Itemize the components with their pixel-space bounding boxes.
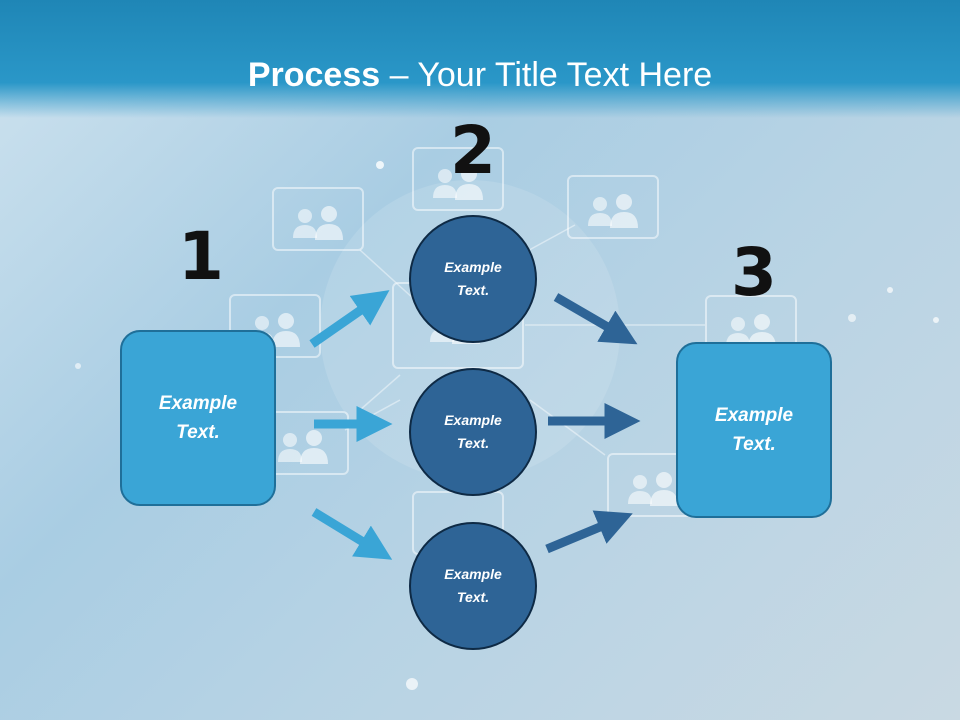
title-bold-text: Process xyxy=(247,56,381,94)
circle-bottom-text: Example Text. xyxy=(444,566,502,605)
left-process-box: Example Text. xyxy=(120,330,276,506)
step-number-2: 2 xyxy=(450,112,496,189)
arrow-box1-to-circle-bottom xyxy=(311,508,393,560)
circle-middle: Example Text. xyxy=(409,368,537,496)
arrow-circle-bottom-to-box3 xyxy=(545,510,633,554)
circle-middle-text: Example Text. xyxy=(444,412,502,451)
arrow-circle-top-to-box3 xyxy=(553,293,638,345)
title-rest-text: – Your Title Text Here xyxy=(380,56,713,94)
title-bar xyxy=(0,0,960,118)
right-box-text: Example Text. xyxy=(714,405,794,455)
step-number-1: 1 xyxy=(178,218,224,295)
circle-top: Example Text. xyxy=(409,215,537,343)
circle-bottom: Example Text. xyxy=(409,522,537,650)
left-box-text: Example Text. xyxy=(158,393,238,443)
arrow-box1-to-circle-top xyxy=(309,290,390,348)
right-process-box: Example Text. xyxy=(676,342,832,518)
slide-title: Process – Your Title Text Here xyxy=(0,54,960,96)
circle-top-text: Example Text. xyxy=(444,259,502,298)
step-number-3: 3 xyxy=(731,234,777,311)
